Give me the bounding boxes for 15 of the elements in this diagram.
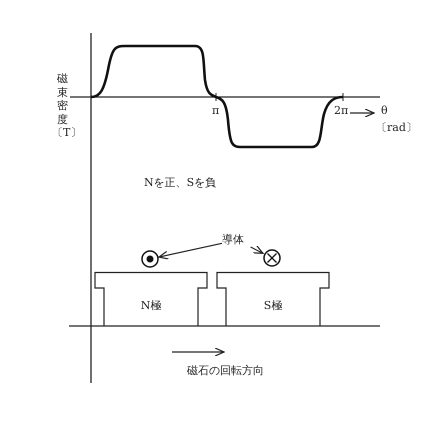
arrow (250, 245, 264, 254)
magnet-pole (217, 272, 329, 326)
magnet-pole (95, 272, 207, 326)
caption-text: 磁石の回転方向 (187, 364, 264, 377)
unit-label: 〔rad〕 (376, 121, 417, 134)
unit-label: 〔T〕 (52, 126, 82, 139)
tick-label: 2π (334, 104, 348, 117)
pole-label: N極 (140, 299, 162, 312)
axis-label: θ (381, 104, 388, 117)
tick-label: π (212, 104, 220, 117)
arrow (158, 242, 222, 260)
pole-label: S極 (262, 299, 284, 312)
conductor-label: 導体 (222, 233, 252, 247)
axis-label: 磁束密度 (57, 72, 69, 126)
note-text: Nを正、Sを負 (144, 176, 216, 189)
